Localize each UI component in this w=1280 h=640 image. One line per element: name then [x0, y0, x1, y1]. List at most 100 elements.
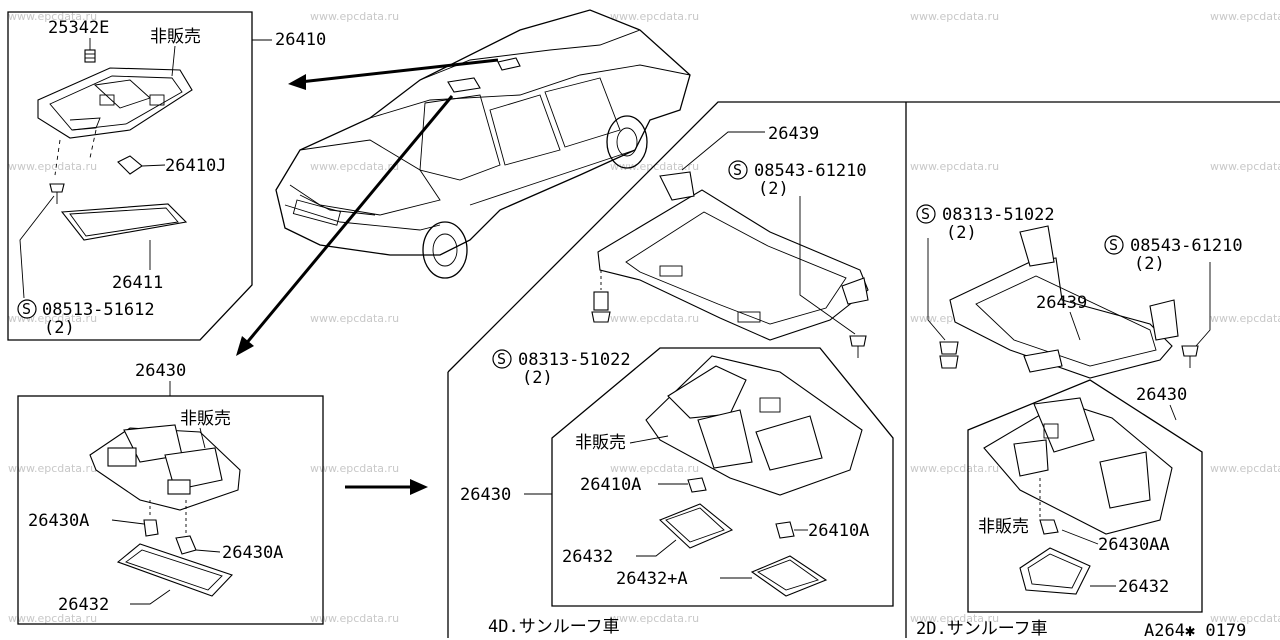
watermark: www.epcdata.ru: [310, 312, 399, 325]
label-26410A: 26410A: [580, 475, 641, 495]
label-not-for-sale: 非販売: [575, 433, 626, 453]
bracket-slot: [737, 311, 761, 323]
screw-symbol-icon: [17, 299, 37, 319]
lens-26432-a: [750, 555, 828, 597]
screw-symbol-icon: [492, 349, 512, 369]
bulb-icon: [175, 535, 197, 555]
leader-line: [171, 45, 176, 77]
screw-symbol-letter: S: [1109, 236, 1118, 254]
room-lamp-switch: [167, 479, 191, 495]
car-windshield: [419, 94, 501, 181]
lens-inner: [665, 507, 725, 543]
screw-icon: [84, 49, 96, 63]
watermark: www.epcdata.ru: [910, 462, 999, 475]
leader-line: [1069, 311, 1081, 341]
room-lamp-2d-unit: [1033, 397, 1095, 453]
screw-symbol-icon: [916, 204, 936, 224]
map-lamp-clip: [69, 117, 101, 131]
watermark: www.epcdata.ru: [610, 612, 699, 625]
label-26411: 26411: [112, 273, 163, 293]
group-26410: 25342E 非販売 26410 26410J 26411 S 08513-51…: [7, 11, 326, 341]
label-08543-61210: 08543-61210: [754, 161, 867, 181]
watermark: www.epcdata.ru: [310, 612, 399, 625]
watermark: www.epcdata.ru: [610, 160, 699, 173]
leader-line: [629, 435, 669, 444]
label-qty: (2): [44, 318, 75, 338]
watermark: www.epcdata.ru: [1210, 312, 1280, 325]
label-26430A: 26430A: [222, 543, 283, 563]
label-08313-51022: 08313-51022: [942, 205, 1055, 225]
label-26430AA: 26430AA: [1098, 535, 1170, 555]
room-lamp-4d-unit: [667, 365, 747, 419]
screw-symbol-letter: S: [733, 161, 742, 179]
label-26432: 26432: [1118, 577, 1169, 597]
bracket-tab: [841, 277, 869, 305]
watermark: www.epcdata.ru: [1210, 160, 1280, 173]
label-26439: 26439: [1036, 293, 1087, 313]
leader-line: [927, 238, 946, 341]
car-headlight: [292, 199, 342, 226]
arrowhead-icon: [236, 336, 254, 356]
watermark: www.epcdata.ru: [1210, 462, 1280, 475]
screw-symbol-letter: S: [921, 205, 930, 223]
lens-inner: [1027, 553, 1083, 589]
room-lamp-2d-unit: [1013, 439, 1049, 477]
leader-line: [199, 427, 206, 449]
diagram-code: A264✱ 0179: [1144, 621, 1246, 640]
label-not-for-sale: 非販売: [978, 517, 1029, 537]
label-26410J: 26410J: [165, 156, 226, 176]
guide-line: [54, 139, 61, 176]
car-illustration: [275, 9, 691, 279]
label-25342E: 25342E: [48, 18, 109, 38]
leader-line: [799, 196, 856, 335]
leader-line: [141, 164, 166, 167]
screw-icon: [1181, 345, 1199, 357]
bracket-inner: [625, 211, 847, 325]
bracket-slot: [659, 265, 683, 277]
car-lamp-front: [447, 77, 481, 93]
arrowhead-icon: [288, 74, 306, 90]
label-qty: (2): [946, 223, 977, 243]
label-not-for-sale: 非販売: [180, 409, 231, 429]
bracket-tab: [1023, 349, 1063, 373]
leader-line: [195, 549, 221, 553]
watermark: www.epcdata.ru: [910, 160, 999, 173]
screw-symbol-icon: [1104, 235, 1124, 255]
label-not-for-sale: 非販売: [150, 27, 201, 47]
watermark: www.epcdata.ru: [910, 10, 999, 23]
bracket-tab: [659, 171, 695, 201]
leader-line: [1061, 529, 1099, 545]
watermark: www.epcdata.ru: [8, 462, 97, 475]
room-lamp-4d-switch: [759, 397, 781, 413]
leader-line: [636, 539, 677, 557]
bracket-tab: [1019, 225, 1055, 267]
bulb-icon: [1039, 519, 1059, 535]
group-frame: [17, 395, 324, 625]
watermark: www.epcdata.ru: [1210, 612, 1280, 625]
car-roofline: [369, 64, 691, 119]
label-26432-plus-a: 26432+A: [616, 569, 688, 589]
watermark: www.epcdata.ru: [610, 312, 699, 325]
label-26432: 26432: [562, 547, 613, 567]
bolt-icon: [939, 341, 959, 355]
watermark: www.epcdata.ru: [8, 10, 97, 23]
label-08313-51022: 08313-51022: [518, 350, 631, 370]
label-26430A: 26430A: [28, 511, 89, 531]
lens-26432: [1019, 547, 1091, 595]
label-qty: (2): [758, 179, 789, 199]
bolt-head: [939, 355, 959, 369]
watermark: www.epcdata.ru: [310, 160, 399, 173]
group-frame: [7, 11, 253, 341]
watermark: www.epcdata.ru: [8, 612, 97, 625]
label-26410A: 26410A: [808, 521, 869, 541]
room-lamp-2d-unit: [1099, 451, 1151, 509]
map-lamp-button: [99, 94, 115, 106]
watermark-layer: www.epcdata.ru www.epcdata.ru www.epcdat…: [8, 10, 1280, 625]
room-lamp-4d-unit: [697, 409, 753, 469]
car-rear-window: [544, 77, 621, 148]
label-08543-61210: 08543-61210: [1130, 236, 1243, 256]
bolt-head: [591, 311, 611, 323]
car-rear-hub: [616, 127, 638, 157]
car-front-wheel: [422, 221, 468, 279]
